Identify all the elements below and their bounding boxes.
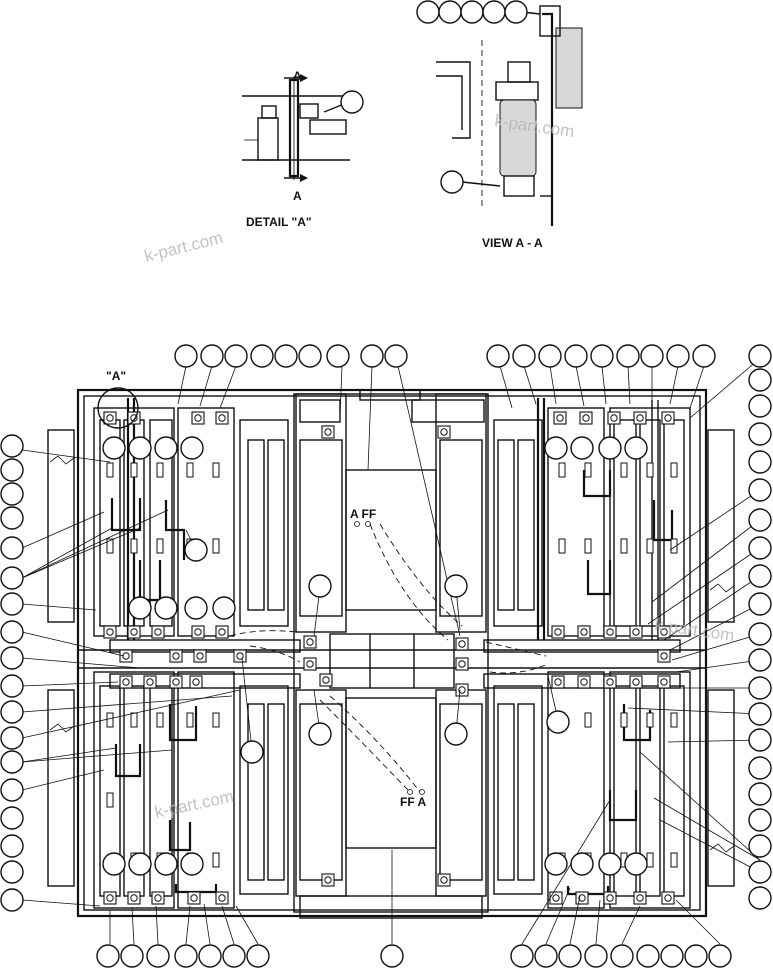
section-mark-bottom: A [293,189,302,203]
detail-a-circle [97,387,139,429]
main-assembly [47,388,735,919]
watermark-4: k-part.com [153,787,235,822]
section-mark-top: A [293,69,302,83]
view-aa-drawing [416,0,583,226]
terminal-label-lower: FF A [400,795,427,809]
detail-a-callout: "A" [106,369,126,383]
callout-bubbles [0,344,772,968]
watermark-2: k-part.com [142,228,225,266]
terminal-label-upper: A FF [350,507,376,521]
view-aa-title: VIEW A - A [482,236,543,250]
detail-a-title: DETAIL "A" [246,215,312,229]
detail-a-drawing [242,74,364,182]
leader-lines [21,359,761,945]
